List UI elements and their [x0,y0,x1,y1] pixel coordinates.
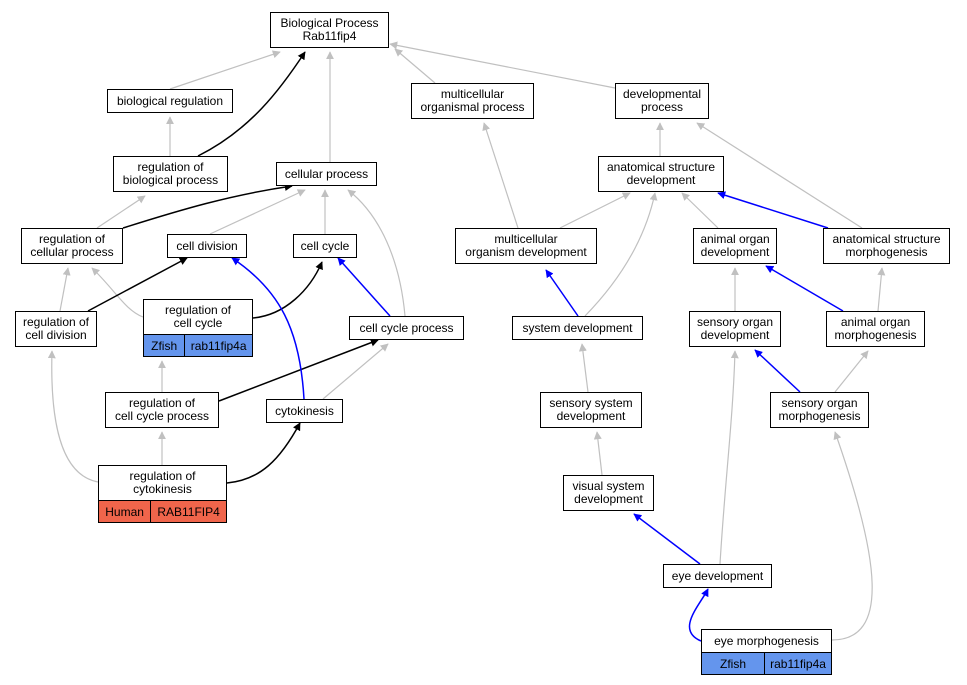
node-eye-morphogenesis[interactable]: eye morphogenesis [701,629,832,653]
edge-is-a-multidev-multiproc [482,122,519,229]
node-regulation-of-cell-cycle[interactable]: regulation of cell cycle [143,299,253,335]
edge-is-a-regcycle-regcell [91,267,144,318]
node-cytokinesis[interactable]: cytokinesis [266,399,343,423]
edge-is-a-eyedev-sensdev [719,350,739,565]
node-visual-system-development[interactable]: visual system development [563,475,654,511]
gene-tag[interactable]: rab11fip4a [764,653,831,674]
node-cell-cycle-process[interactable]: cell cycle process [349,316,464,340]
annotation-row-regulation-of-cell-cycle: Zfish rab11fip4a [143,334,253,357]
edge-is-a-senssys-sysdev [578,343,589,393]
edge-part-of-eyemorph-eyedev [688,588,709,642]
node-cell-division[interactable]: cell division [167,234,247,258]
edge-is-a-anatmorph-devproc [696,122,863,229]
edge-is-a-regdiv-regcell [59,267,71,312]
edge-part-of-sysdev-multidev [545,269,579,317]
edge-regulates-regccproc-ccproc [218,338,379,402]
edge-is-a-cytokinesis-ccproc [322,343,389,400]
edge-is-a-organmorph-anatmorph [877,267,886,312]
gene-tag[interactable]: RAB11FIP4 [150,501,226,522]
edge-is-a-bioreg-root [169,50,281,90]
edge-part-of-eyedev-visdev [633,513,701,565]
node-regulation-of-cell-cycle-process[interactable]: regulation of cell cycle process [105,392,219,428]
node-regulation-of-cytokinesis[interactable]: regulation of cytokinesis [98,465,227,501]
edge-is-a-eyemorph-sensmorph [831,431,873,641]
node-animal-organ-morphogenesis[interactable]: animal organ morphogenesis [826,311,925,347]
node-regulation-of-biological-process[interactable]: regulation of biological process [113,156,228,192]
node-sensory-organ-morphogenesis[interactable]: sensory organ morphogenesis [770,392,869,428]
species-tag: Zfish [702,653,765,674]
edge-regulates-regbio-root [197,51,306,157]
edge-is-a-multidev-anatdev [559,192,631,229]
edge-part-of-cytokinesis-celldiv [231,257,305,400]
species-tag: Human [99,501,151,522]
edge-part-of-ccproc-cellcycle [337,257,391,317]
edge-is-a-organdev-anatdev [681,192,719,229]
edge-is-a-ccproc-cellproc [347,189,406,317]
node-animal-organ-development[interactable]: animal organ development [693,228,777,264]
edge-is-a-celldiv-cellproc [209,189,306,235]
edge-is-a-devproc-root [389,41,616,89]
node-regulation-of-cell-division[interactable]: regulation of cell division [15,311,97,347]
edge-is-a-visdev-senssys [593,431,603,476]
node-sensory-organ-development[interactable]: sensory organ development [689,311,781,347]
node-regulation-of-cellular-process[interactable]: regulation of cellular process [21,228,123,264]
edge-is-a-regcyto-regdiv [47,350,99,483]
node-sensory-system-development[interactable]: sensory system development [540,392,642,428]
node-eye-development[interactable]: eye development [663,564,772,588]
annotation-row-regulation-of-cytokinesis: Human RAB11FIP4 [98,500,227,523]
edge-is-a-multiproc-root [394,48,436,84]
gene-tag[interactable]: rab11fip4a [184,335,252,356]
node-biological-process-root[interactable]: Biological Process Rab11fip4 [270,12,389,48]
edge-regulates-regdiv-celldiv [87,257,188,312]
edge-is-a-sysdev-anatdev [584,192,658,317]
species-tag: Zfish [144,335,185,356]
edge-part-of-sensmorph-sensdev [754,349,801,393]
node-anatomical-structure-morphogenesis[interactable]: anatomical structure morphogenesis [823,228,950,264]
edge-part-of-anatmorph-anatdev [717,191,829,229]
edge-regulates-regcycle-cellcycle [252,261,323,319]
edge-regulates-regcell-cellproc [122,183,293,229]
node-cell-cycle[interactable]: cell cycle [293,234,357,258]
node-multicellular-organismal-process[interactable]: multicellular organismal process [411,83,534,119]
annotation-row-eye-morphogenesis: Zfish rab11fip4a [701,652,832,675]
edge-part-of-organmorph-organdev [765,265,844,312]
node-system-development[interactable]: system development [512,316,643,340]
edge-is-a-sensmorph-organmorph [834,350,869,393]
node-biological-regulation[interactable]: biological regulation [107,89,233,113]
node-cellular-process[interactable]: cellular process [276,162,377,186]
node-anatomical-structure-development[interactable]: anatomical structure development [598,156,724,192]
node-developmental-process[interactable]: developmental process [615,83,709,119]
edge-is-a-regcell-regbio [96,195,146,229]
node-multicellular-organism-development[interactable]: multicellular organism development [455,228,597,264]
edge-regulates-regcyto-cytokinesis [226,422,301,484]
